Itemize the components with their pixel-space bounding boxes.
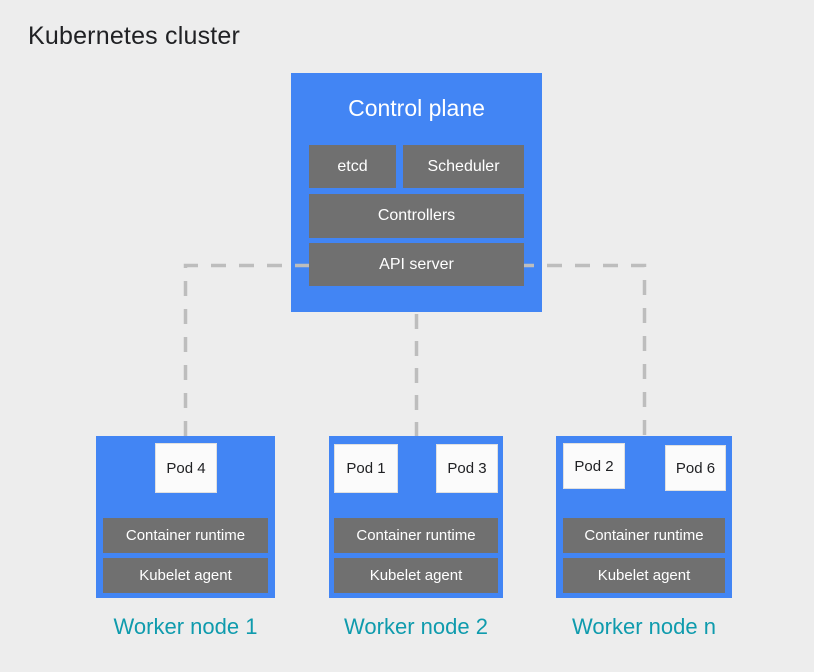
worker-node-1: Pod 4 Container runtime Kubelet agent: [96, 436, 275, 598]
container-runtime-box: Container runtime: [103, 518, 268, 553]
diagram-title: Kubernetes cluster: [28, 22, 241, 50]
scheduler-box: Scheduler: [403, 145, 524, 188]
pod-box: Pod 2: [563, 443, 625, 489]
api-server-box: API server: [309, 243, 524, 286]
kubelet-agent-box: Kubelet agent: [103, 558, 268, 593]
worker-node-label: Worker node n: [572, 614, 716, 639]
worker-node-label: Worker node 1: [113, 614, 258, 639]
pod-box: Pod 6: [665, 445, 726, 491]
pod-box: Pod 1: [334, 444, 398, 493]
control-plane-title: Control plane: [348, 95, 485, 121]
controllers-box: Controllers: [309, 194, 524, 238]
container-runtime-box: Container runtime: [334, 518, 498, 553]
pod-box: Pod 3: [436, 444, 498, 493]
control-plane-node: Control plane etcd Scheduler Controllers…: [291, 73, 542, 312]
pod-box: Pod 4: [155, 443, 217, 493]
container-runtime-box: Container runtime: [563, 518, 725, 553]
kubelet-agent-box: Kubelet agent: [563, 558, 725, 593]
worker-node-n: Pod 2 Pod 6 Container runtime Kubelet ag…: [556, 436, 732, 598]
worker-node-2: Pod 1 Pod 3 Container runtime Kubelet ag…: [329, 436, 503, 598]
kubelet-agent-box: Kubelet agent: [334, 558, 498, 593]
etcd-box: etcd: [309, 145, 396, 188]
worker-node-label: Worker node 2: [344, 614, 488, 639]
